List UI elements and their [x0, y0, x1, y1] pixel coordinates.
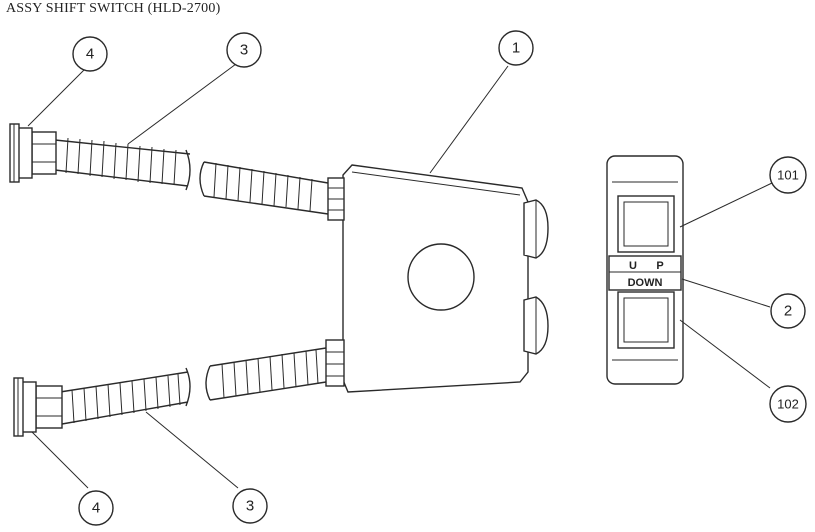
- diagram-title: ASSY SHIFT SWITCH (HLD-2700): [6, 1, 221, 16]
- up-button: [617, 195, 675, 253]
- conduit-bottom: [59, 347, 327, 425]
- callout-4-bottom: 4: [78, 490, 114, 526]
- callout-3-top: 3: [226, 32, 262, 68]
- switch-panel: [606, 155, 684, 385]
- svg-text:4: 4: [86, 46, 94, 63]
- label-strip: [608, 255, 682, 291]
- end-fitting-bottom: [13, 377, 63, 437]
- callout-1: 1: [498, 30, 534, 66]
- label-p: P: [656, 260, 663, 272]
- callout-2: 2: [770, 293, 806, 329]
- conduit-top: [54, 137, 329, 215]
- label-u: U: [629, 260, 637, 272]
- housing-button-top: [523, 199, 549, 259]
- down-button: [617, 291, 675, 349]
- svg-text:102: 102: [777, 397, 799, 412]
- label-down: DOWN: [628, 277, 663, 289]
- center-hole: [407, 243, 475, 311]
- callout-3-bottom: 3: [232, 488, 268, 524]
- svg-text:101: 101: [777, 168, 799, 183]
- housing-nut-top: [327, 177, 345, 221]
- callout-102: 102: [769, 385, 807, 423]
- leader-lines: [27, 63, 773, 489]
- callout-101: 101: [769, 156, 807, 194]
- svg-text:3: 3: [240, 42, 248, 59]
- switch-housing: [342, 164, 529, 393]
- housing-button-bottom: [523, 296, 549, 355]
- callout-4-top: 4: [72, 36, 108, 72]
- svg-text:4: 4: [92, 500, 100, 517]
- housing-nut-bottom: [325, 339, 345, 387]
- svg-text:1: 1: [512, 40, 520, 57]
- svg-text:3: 3: [246, 498, 254, 515]
- svg-text:2: 2: [784, 303, 792, 320]
- end-fitting-top: [9, 123, 57, 183]
